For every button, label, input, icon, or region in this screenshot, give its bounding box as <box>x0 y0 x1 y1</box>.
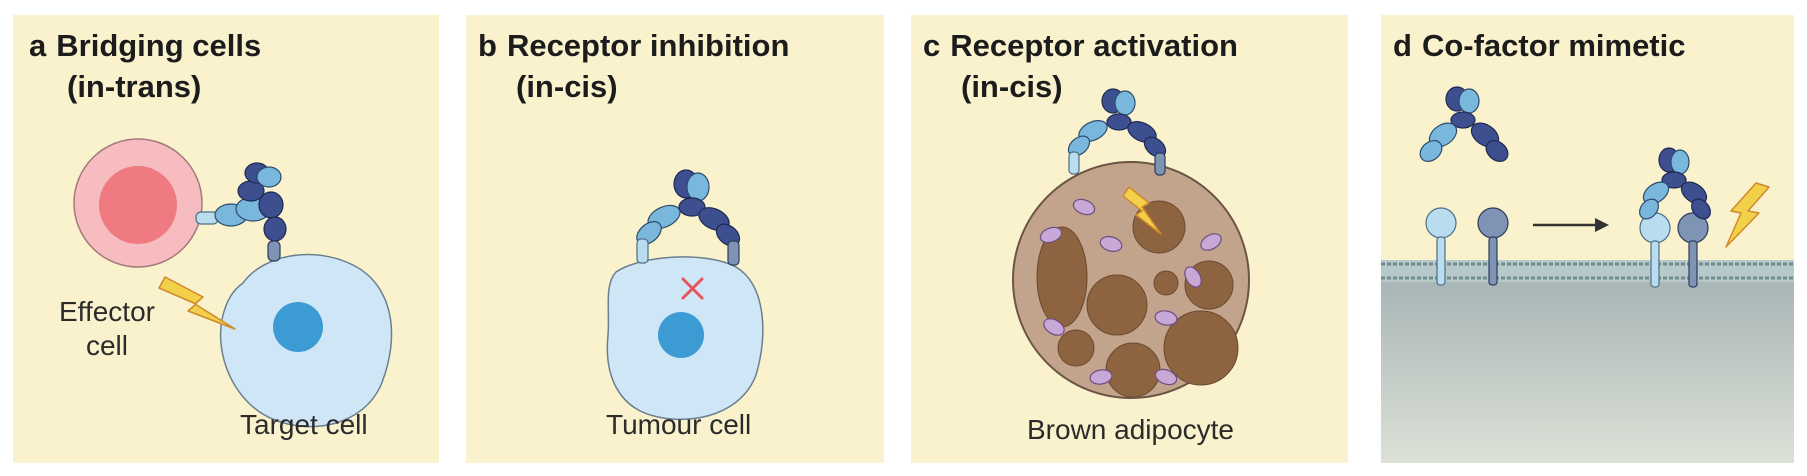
panel-d: d Co-factor mimetic <box>1381 15 1794 463</box>
antibody-icon <box>1067 88 1167 176</box>
cytoplasm <box>1381 282 1794 463</box>
tumour-cell-label: Tumour cell <box>606 409 752 440</box>
receptor-dark <box>1477 207 1509 286</box>
panel-c-title-text: Receptor activation <box>950 28 1238 63</box>
panel-a-letter: a <box>29 28 47 63</box>
panel-a: a Bridging cells (in-trans) Effector cell… <box>13 15 439 463</box>
lightning-icon <box>158 276 236 330</box>
tumour-nucleus <box>658 312 704 358</box>
panel-b-letter: b <box>478 28 497 63</box>
panel-b-subtitle: (in-cis) <box>516 69 618 104</box>
panel-b-title-text: Receptor inhibition <box>506 28 790 63</box>
panel-c-title: c Receptor activation (in-cis) <box>923 25 1238 107</box>
panel-a-title-text: Bridging cells <box>56 28 262 63</box>
panel-d-illustration <box>1381 86 1794 463</box>
effector-label-line2: cell <box>85 330 128 361</box>
panel-c-illustration <box>1012 88 1250 399</box>
antibody-icon <box>1419 86 1509 162</box>
brown-adipocyte-label: Brown adipocyte <box>1027 414 1235 445</box>
panel-d-title: d Co-factor mimetic <box>1393 25 1685 66</box>
panel-c-subtitle: (in-cis) <box>961 69 1063 104</box>
effector-cell-label: Effector cell <box>59 295 155 363</box>
panel-d-letter: d <box>1393 28 1412 63</box>
target-cell-label: Target cell <box>240 409 368 440</box>
effector-label-line1: Effector <box>59 296 155 327</box>
mitochondrion-icon <box>1039 198 1222 386</box>
panel-a-title: a Bridging cells (in-trans) <box>29 25 261 107</box>
panel-c: c Receptor activation (in-cis) Brown adip… <box>911 15 1348 463</box>
receptor-light <box>1425 207 1457 286</box>
panel-b-illustration <box>606 169 764 421</box>
arrow-icon <box>1533 218 1609 232</box>
antibody-icon <box>636 169 741 266</box>
effector-cell-core <box>99 166 177 244</box>
panel-a-illustration <box>73 138 393 428</box>
panel-c-letter: c <box>923 28 941 63</box>
panel-a-subtitle: (in-trans) <box>67 69 202 104</box>
target-nucleus <box>273 302 323 352</box>
panel-d-title-text: Co-factor mimetic <box>1421 28 1686 63</box>
lipid-droplets <box>1036 200 1239 398</box>
cross-icon <box>681 277 704 300</box>
bound-receptor-complex <box>1639 147 1711 288</box>
panel-b-title: b Receptor inhibition (in-cis) <box>478 25 789 107</box>
panel-b: b Receptor inhibition (in-cis) Tumour cel… <box>466 15 884 463</box>
lightning-icon <box>1122 186 1162 235</box>
antibody-icon <box>195 162 287 262</box>
lightning-icon <box>1725 182 1770 248</box>
